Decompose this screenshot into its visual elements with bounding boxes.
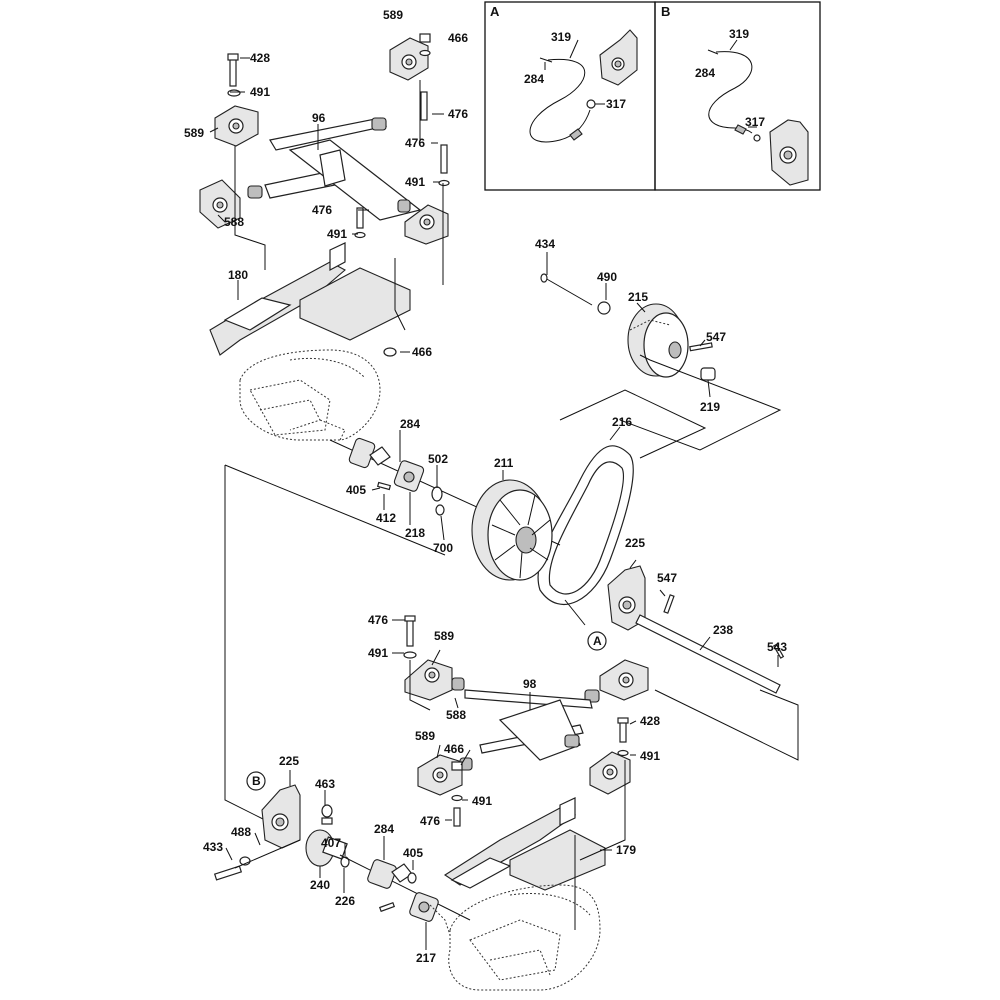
lower-coupling-assembly xyxy=(339,836,471,950)
label-488: 488 xyxy=(231,825,251,839)
label-240: 240 xyxy=(310,878,330,892)
label-588: 588 xyxy=(224,215,244,229)
label-428: 428 xyxy=(640,714,660,728)
label-405: 405 xyxy=(346,483,366,497)
label-466: 466 xyxy=(448,31,468,45)
label-284: 284 xyxy=(400,417,420,431)
label-284: 284 xyxy=(374,822,394,836)
label-225: 225 xyxy=(625,536,645,550)
lower-axle-assembly xyxy=(392,615,649,930)
label-317: 317 xyxy=(745,115,765,129)
label-547: 547 xyxy=(706,330,726,344)
label-476: 476 xyxy=(368,613,388,627)
label-476: 476 xyxy=(448,107,468,121)
label-491: 491 xyxy=(250,85,270,99)
label-490: 490 xyxy=(597,270,617,284)
label-284: 284 xyxy=(524,72,544,86)
drive-belt xyxy=(537,389,707,605)
label-179: 179 xyxy=(616,843,636,857)
label-317: 317 xyxy=(606,97,626,111)
label-219: 219 xyxy=(700,400,720,414)
label-476: 476 xyxy=(312,203,332,217)
lower-left-bearing-assembly xyxy=(213,770,350,893)
part-labels: 589 466 428 491 476 589 96 476 491 588 4… xyxy=(184,8,787,965)
engine-upper-outline xyxy=(239,349,381,441)
label-319: 319 xyxy=(551,30,571,44)
label-589: 589 xyxy=(184,126,204,140)
jackshaft-assembly xyxy=(224,464,799,821)
label-217: 217 xyxy=(416,951,436,965)
callout-a-circle xyxy=(587,631,607,651)
label-476: 476 xyxy=(405,136,425,150)
inset-a-letter: A xyxy=(490,4,500,19)
label-407: 407 xyxy=(321,836,341,850)
label-543: 543 xyxy=(767,640,787,654)
callout-b-label: B xyxy=(252,774,261,788)
label-491: 491 xyxy=(327,227,347,241)
label-180: 180 xyxy=(228,268,248,282)
label-589: 589 xyxy=(415,729,435,743)
label-405: 405 xyxy=(403,846,423,860)
label-216: 216 xyxy=(612,415,632,429)
driven-pulley-assembly xyxy=(329,430,561,581)
callout-a-label: A xyxy=(593,634,602,648)
label-434: 434 xyxy=(535,237,555,251)
inset-b-letter: B xyxy=(661,4,670,19)
label-428: 428 xyxy=(250,51,270,65)
label-466: 466 xyxy=(444,742,464,756)
label-491: 491 xyxy=(640,749,660,763)
label-589: 589 xyxy=(434,629,454,643)
label-588: 588 xyxy=(446,708,466,722)
label-502: 502 xyxy=(428,452,448,466)
inset-a: A xyxy=(484,1,656,191)
callout-b-circle xyxy=(246,771,266,791)
label-98: 98 xyxy=(523,677,537,691)
label-218: 218 xyxy=(405,526,425,540)
label-700: 700 xyxy=(433,541,453,555)
label-463: 463 xyxy=(315,777,335,791)
label-225: 225 xyxy=(279,754,299,768)
label-284: 284 xyxy=(695,66,715,80)
label-491: 491 xyxy=(368,646,388,660)
label-589: 589 xyxy=(383,8,403,22)
label-433: 433 xyxy=(203,840,223,854)
label-547: 547 xyxy=(657,571,677,585)
upper-axle-assembly xyxy=(199,33,450,357)
label-476: 476 xyxy=(420,814,440,828)
label-215: 215 xyxy=(628,290,648,304)
label-238: 238 xyxy=(713,623,733,637)
label-491: 491 xyxy=(405,175,425,189)
clutch-pulley-assembly xyxy=(540,252,782,451)
engine-lower-outline xyxy=(429,884,601,991)
label-226: 226 xyxy=(335,894,355,908)
label-491: 491 xyxy=(472,794,492,808)
label-466: 466 xyxy=(412,345,432,359)
label-412: 412 xyxy=(376,511,396,525)
label-96: 96 xyxy=(312,111,326,125)
inset-b: B xyxy=(654,1,821,191)
label-211: 211 xyxy=(494,456,514,470)
label-319: 319 xyxy=(729,27,749,41)
